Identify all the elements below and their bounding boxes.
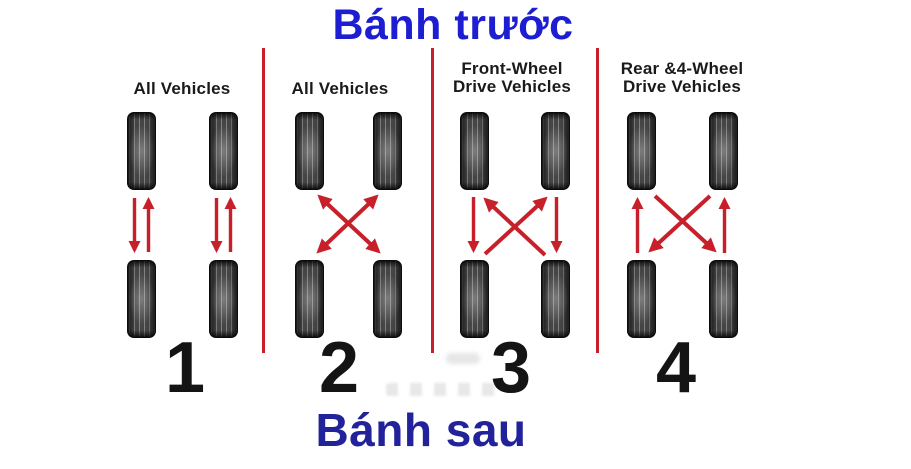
panel-divider-1 [262, 48, 265, 353]
panel-4-label: Rear &4-Wheel Drive Vehicles [620, 59, 744, 97]
arrow-p4-cross-tr-bl-down [648, 194, 712, 253]
tire-p3-rear-left [460, 260, 489, 338]
tire-p1-rear-right [209, 260, 238, 338]
panel-divider-3 [596, 48, 599, 353]
arrow-p4-cross-tl-br-down [653, 194, 717, 253]
arrow-p2-cross-tl-br [317, 194, 381, 254]
panel-1-label: All Vehicles [133, 79, 231, 98]
tire-p3-rear-right [541, 260, 570, 338]
panel-1-number: 1 [164, 328, 206, 408]
tire-p4-rear-left [627, 260, 656, 338]
panel-4-number: 4 [655, 328, 697, 408]
panel-3-label: Front-Wheel Drive Vehicles [452, 59, 572, 97]
faded-watermark-blob [446, 353, 480, 364]
tire-p2-rear-right [373, 260, 402, 338]
rear-axle-title: Bánh sau [315, 404, 527, 456]
panel-2-label: All Vehicles [291, 79, 389, 98]
tire-p1-front-left [127, 112, 156, 190]
tire-p1-front-right [209, 112, 238, 190]
faded-watermark-smudge [386, 383, 504, 396]
panel-divider-2 [431, 48, 434, 353]
panel-3-number: 3 [490, 328, 532, 408]
tire-p1-rear-left [127, 260, 156, 338]
tire-p4-rear-right [709, 260, 738, 338]
front-axle-title: Bánh trước [332, 1, 574, 49]
tire-p2-front-left [295, 112, 324, 190]
tire-p3-front-right [541, 112, 570, 190]
tire-p4-front-left [627, 112, 656, 190]
tire-p2-rear-left [295, 260, 324, 338]
arrow-p2-cross-tr-bl [316, 194, 379, 254]
tire-p4-front-right [709, 112, 738, 190]
tire-p2-front-right [373, 112, 402, 190]
arrow-p3-cross-br-tl-up [483, 197, 547, 257]
panel-2-number: 2 [318, 328, 360, 408]
tire-p3-front-left [460, 112, 489, 190]
arrow-p3-cross-bl-tr-up [483, 196, 548, 256]
